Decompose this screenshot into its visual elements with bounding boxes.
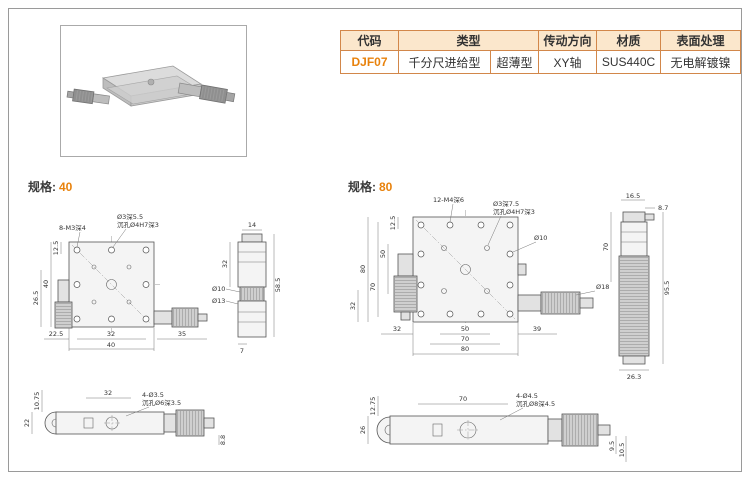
spec80-bottom-micrometer [517, 291, 594, 315]
product-photo [66, 65, 236, 107]
dim-label: 50 [379, 250, 387, 258]
dim-label: Ø10 [212, 285, 225, 293]
dim-label: 14 [248, 221, 256, 229]
spec40-notes: 8-M3深4 Ø3深5.5 沉孔Ø4H7深3 [59, 212, 159, 248]
dim-label: 12.5 [389, 216, 397, 230]
dim-label: 22 [23, 419, 31, 427]
spec80-section-label: 规格:80 [348, 178, 392, 195]
spec40-bottom-view-dims: 32 4-Ø3.5 沉孔Ø6深3.5 10.75 22 8.8 [23, 389, 227, 445]
dim-label: 26 [359, 426, 367, 434]
spec40-size-value: 40 [59, 180, 73, 194]
dim-label: 70 [602, 243, 610, 251]
dim-label: 沉孔Ø8深4.5 [516, 399, 555, 408]
dim-label: 39 [533, 325, 541, 333]
spec80-notes: 12-M4深6 Ø3深7.5 沉孔Ø4H7深3 Ø10 Ø18 [433, 195, 609, 296]
dim-label: 4-Ø3.5 [142, 391, 164, 399]
dim-label: 32 [104, 389, 112, 397]
dim-label: 22.5 [49, 330, 63, 338]
spec80-main-view [406, 210, 527, 329]
left-micrometer-photo [66, 88, 110, 105]
dim-label: 32 [349, 302, 357, 310]
dim-label: 沉孔Ø4H7深3 [117, 220, 159, 229]
cell-type-main: 千分尺进给型 [398, 50, 491, 74]
dim-label: 10.75 [33, 392, 41, 411]
dim-label: 70 [369, 283, 377, 291]
dim-label: 8-M3深4 [59, 223, 86, 232]
cell-type-sub: 超薄型 [490, 50, 539, 74]
product-photo-box [60, 25, 247, 157]
dim-label: 12-M4深6 [433, 195, 464, 204]
spec40-bottom-view [44, 409, 215, 437]
spec80-side-view [618, 211, 655, 365]
right-micrometer-photo [177, 82, 236, 104]
dim-label: 12.5 [52, 241, 60, 255]
dim-label: Ø18 [596, 283, 609, 291]
spec80-drawing: 12-M4深6 Ø3深7.5 沉孔Ø4H7深3 Ø10 Ø18 12.5 80 … [349, 192, 671, 462]
spec40-bottom-micrometer [153, 307, 208, 328]
dim-label: 12.75 [369, 397, 377, 416]
dim-label: 80 [359, 265, 367, 273]
dim-label: Ø3深7.5 [493, 199, 519, 208]
dim-label: 40 [42, 280, 50, 288]
spec80-main-dims: 12.5 80 70 50 32 50 70 80 32 39 [349, 216, 557, 356]
page-border [8, 8, 742, 472]
dim-label: 35 [178, 330, 186, 338]
dim-label: 32 [221, 260, 229, 268]
spec80-left-micrometer [393, 253, 418, 321]
col-header-type: 类型 [398, 30, 539, 51]
dim-label: 50 [461, 325, 469, 333]
col-header-material: 材质 [596, 30, 661, 51]
spec40-left-micrometer [54, 279, 73, 329]
dim-label: Ø3深5.5 [117, 212, 143, 221]
cell-surface: 无电解镀镍 [660, 50, 741, 74]
col-header-direction: 传动方向 [538, 30, 597, 51]
spec40-drawing: 8-M3深4 Ø3深5.5 沉孔Ø4H7深3 12.5 40 26.5 22.5… [23, 212, 282, 445]
dim-label: 8.8 [219, 435, 227, 445]
spec80-side-dims: 16.5 8.7 70 95.5 26.3 [602, 192, 671, 381]
dim-label: 沉孔Ø4H7深3 [493, 207, 535, 216]
spec40-label-text: 规格: [28, 180, 56, 194]
dim-label: 32 [107, 330, 115, 338]
col-header-code: 代码 [340, 30, 399, 51]
dim-label: 16.5 [626, 192, 640, 200]
dim-label: 95.5 [663, 281, 671, 295]
cell-material: SUS440C [596, 50, 661, 74]
dim-label: 32 [393, 325, 401, 333]
dim-label: 8.7 [658, 204, 668, 212]
spec80-bottom-view-dims: 70 4-Ø4.5 沉孔Ø8深4.5 12.75 26 9.5 10.5 [359, 392, 627, 462]
product-spec-table: 代码 类型 传动方向 材质 表面处理 DJF07 千分尺进给型 超薄型 XY轴 … [340, 30, 741, 74]
dim-label: 58.5 [274, 278, 282, 292]
table-header-row: 代码 类型 传动方向 材质 表面处理 [340, 30, 741, 51]
dim-label: 70 [459, 395, 467, 403]
stage-photo-illustration [66, 65, 236, 107]
cell-code: DJF07 [340, 50, 399, 74]
dim-label: 80 [461, 345, 469, 353]
dim-label: 26.3 [627, 373, 641, 381]
dim-label: Ø10 [534, 234, 547, 242]
dim-label: 7 [240, 347, 244, 355]
col-header-surface: 表面处理 [660, 30, 741, 51]
cell-direction: XY轴 [538, 50, 597, 74]
dim-label: 70 [461, 335, 469, 343]
dim-label: 10.5 [618, 443, 626, 457]
spec40-main-dims: 12.5 40 26.5 22.5 32 40 35 [32, 241, 207, 351]
spec40-side-view [237, 233, 267, 338]
dim-label: Ø13 [212, 297, 225, 305]
spec80-label-text: 规格: [348, 180, 376, 194]
table-row: DJF07 千分尺进给型 超薄型 XY轴 SUS440C 无电解镀镍 [340, 50, 741, 74]
dim-label: 9.5 [608, 441, 616, 451]
spec40-section-label: 规格:40 [28, 178, 72, 195]
dim-label: 4-Ø4.5 [516, 392, 538, 400]
spec80-size-value: 80 [379, 180, 393, 194]
spec80-bottom-view [376, 413, 611, 447]
dim-label: 沉孔Ø6深3.5 [142, 398, 181, 407]
dim-label: 26.5 [32, 291, 40, 305]
spec40-main-view [63, 236, 160, 333]
spec40-side-dims: 14 32 58.5 Ø10 Ø13 7 [212, 221, 282, 355]
dim-label: 40 [107, 341, 115, 349]
